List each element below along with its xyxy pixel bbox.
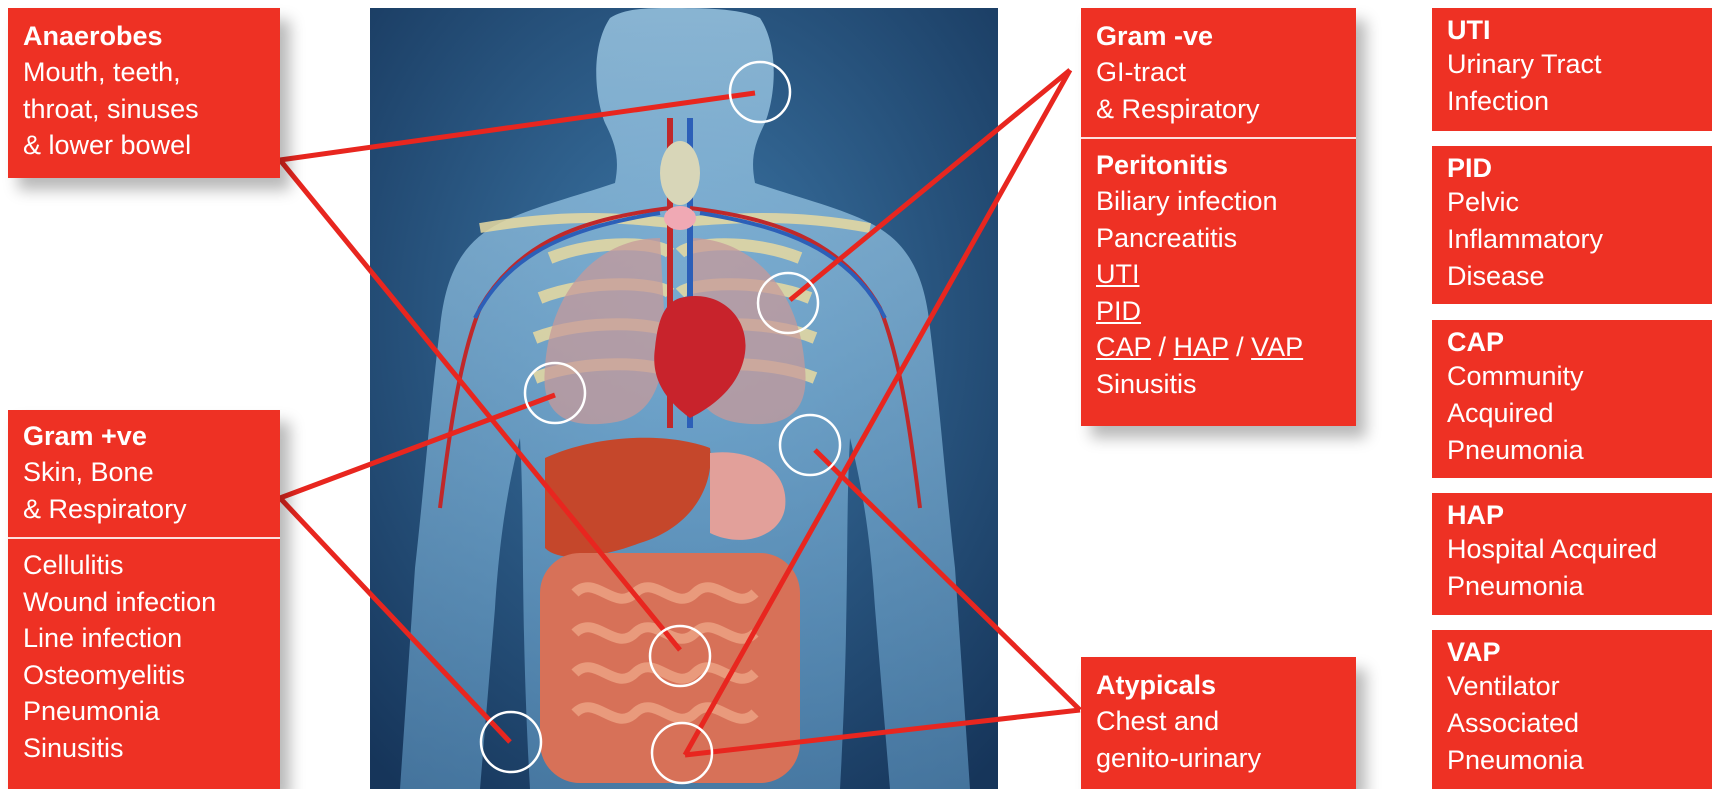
gram-positive-box: Gram +ve Skin, Bone & Respiratory Cellul… xyxy=(8,410,280,789)
pid-link[interactable]: PID xyxy=(1096,296,1141,326)
glossary-abbr: PID xyxy=(1447,152,1697,184)
glossary-definition: Infection xyxy=(1447,83,1697,120)
glossary-abbr: UTI xyxy=(1447,14,1697,46)
gram-positive-condition: Osteomyelitis xyxy=(23,657,265,694)
thyroid xyxy=(660,141,700,205)
atypicals-box: Atypicals Chest and genito-urinary xyxy=(1081,657,1356,789)
gram-positive-condition: Sinusitis xyxy=(23,730,265,767)
gram-positive-condition: Pneumonia xyxy=(23,693,265,730)
link-separator: / xyxy=(1229,332,1252,362)
glossary-definition: Pneumonia xyxy=(1447,742,1697,779)
vap-link[interactable]: VAP xyxy=(1251,332,1303,362)
peritonitis-title: Peritonitis xyxy=(1096,147,1341,183)
atypicals-title: Atypicals xyxy=(1096,667,1341,703)
glossary-definition: Community xyxy=(1447,358,1697,395)
gram-negative-line: GI-tract xyxy=(1096,54,1341,91)
peritonitis-line: Pancreatitis xyxy=(1096,220,1341,257)
glossary-pid: PID Pelvic Inflammatory Disease xyxy=(1432,146,1712,304)
glossary-definition: Disease xyxy=(1447,258,1697,295)
link-separator: / xyxy=(1151,332,1174,362)
glossary-abbr: HAP xyxy=(1447,499,1697,531)
cap-link[interactable]: CAP xyxy=(1096,332,1151,362)
gram-positive-line: Skin, Bone xyxy=(23,454,265,491)
gram-negative-box: Gram -ve GI-tract & Respiratory Peritoni… xyxy=(1081,8,1356,426)
glossary-vap: VAP Ventilator Associated Pneumonia xyxy=(1432,630,1712,789)
gram-positive-condition: Cellulitis xyxy=(23,547,265,584)
glossary-definition: Acquired xyxy=(1447,395,1697,432)
uti-link[interactable]: UTI xyxy=(1096,259,1140,289)
glossary-definition: Pneumonia xyxy=(1447,432,1697,469)
gram-negative-title: Gram -ve xyxy=(1096,18,1341,54)
glossary-definition: Ventilator xyxy=(1447,668,1697,705)
glossary-hap: HAP Hospital Acquired Pneumonia xyxy=(1432,493,1712,615)
glossary-definition: Inflammatory xyxy=(1447,221,1697,258)
glossary-definition: Pelvic xyxy=(1447,184,1697,221)
gram-negative-line: & Respiratory xyxy=(1096,91,1341,128)
glossary-abbr: CAP xyxy=(1447,326,1697,358)
gram-positive-title: Gram +ve xyxy=(23,418,265,454)
atypicals-line: genito-urinary xyxy=(1096,740,1341,777)
glossary-cap: CAP Community Acquired Pneumonia xyxy=(1432,320,1712,478)
peritonitis-line: Sinusitis xyxy=(1096,366,1341,403)
anaerobes-title: Anaerobes xyxy=(23,18,265,54)
hap-link[interactable]: HAP xyxy=(1174,332,1229,362)
gram-positive-condition: Wound infection xyxy=(23,584,265,621)
anaerobes-line: Mouth, teeth, xyxy=(23,54,265,91)
glossary-definition: Pneumonia xyxy=(1447,568,1697,605)
gram-positive-condition: Line infection xyxy=(23,620,265,657)
anaerobes-line: & lower bowel xyxy=(23,127,265,164)
anaerobes-line: throat, sinuses xyxy=(23,91,265,128)
anaerobes-box: Anaerobes Mouth, teeth, throat, sinuses … xyxy=(8,8,280,178)
glossary-abbr: VAP xyxy=(1447,636,1697,668)
anatomy-illustration xyxy=(370,8,998,789)
gram-positive-line: & Respiratory xyxy=(23,491,265,528)
glossary-definition: Urinary Tract xyxy=(1447,46,1697,83)
atypicals-line: Chest and xyxy=(1096,703,1341,740)
glossary-uti: UTI Urinary Tract Infection xyxy=(1432,8,1712,131)
glossary-definition: Hospital Acquired xyxy=(1447,531,1697,568)
glossary-definition: Associated xyxy=(1447,705,1697,742)
peritonitis-line: Biliary infection xyxy=(1096,183,1341,220)
